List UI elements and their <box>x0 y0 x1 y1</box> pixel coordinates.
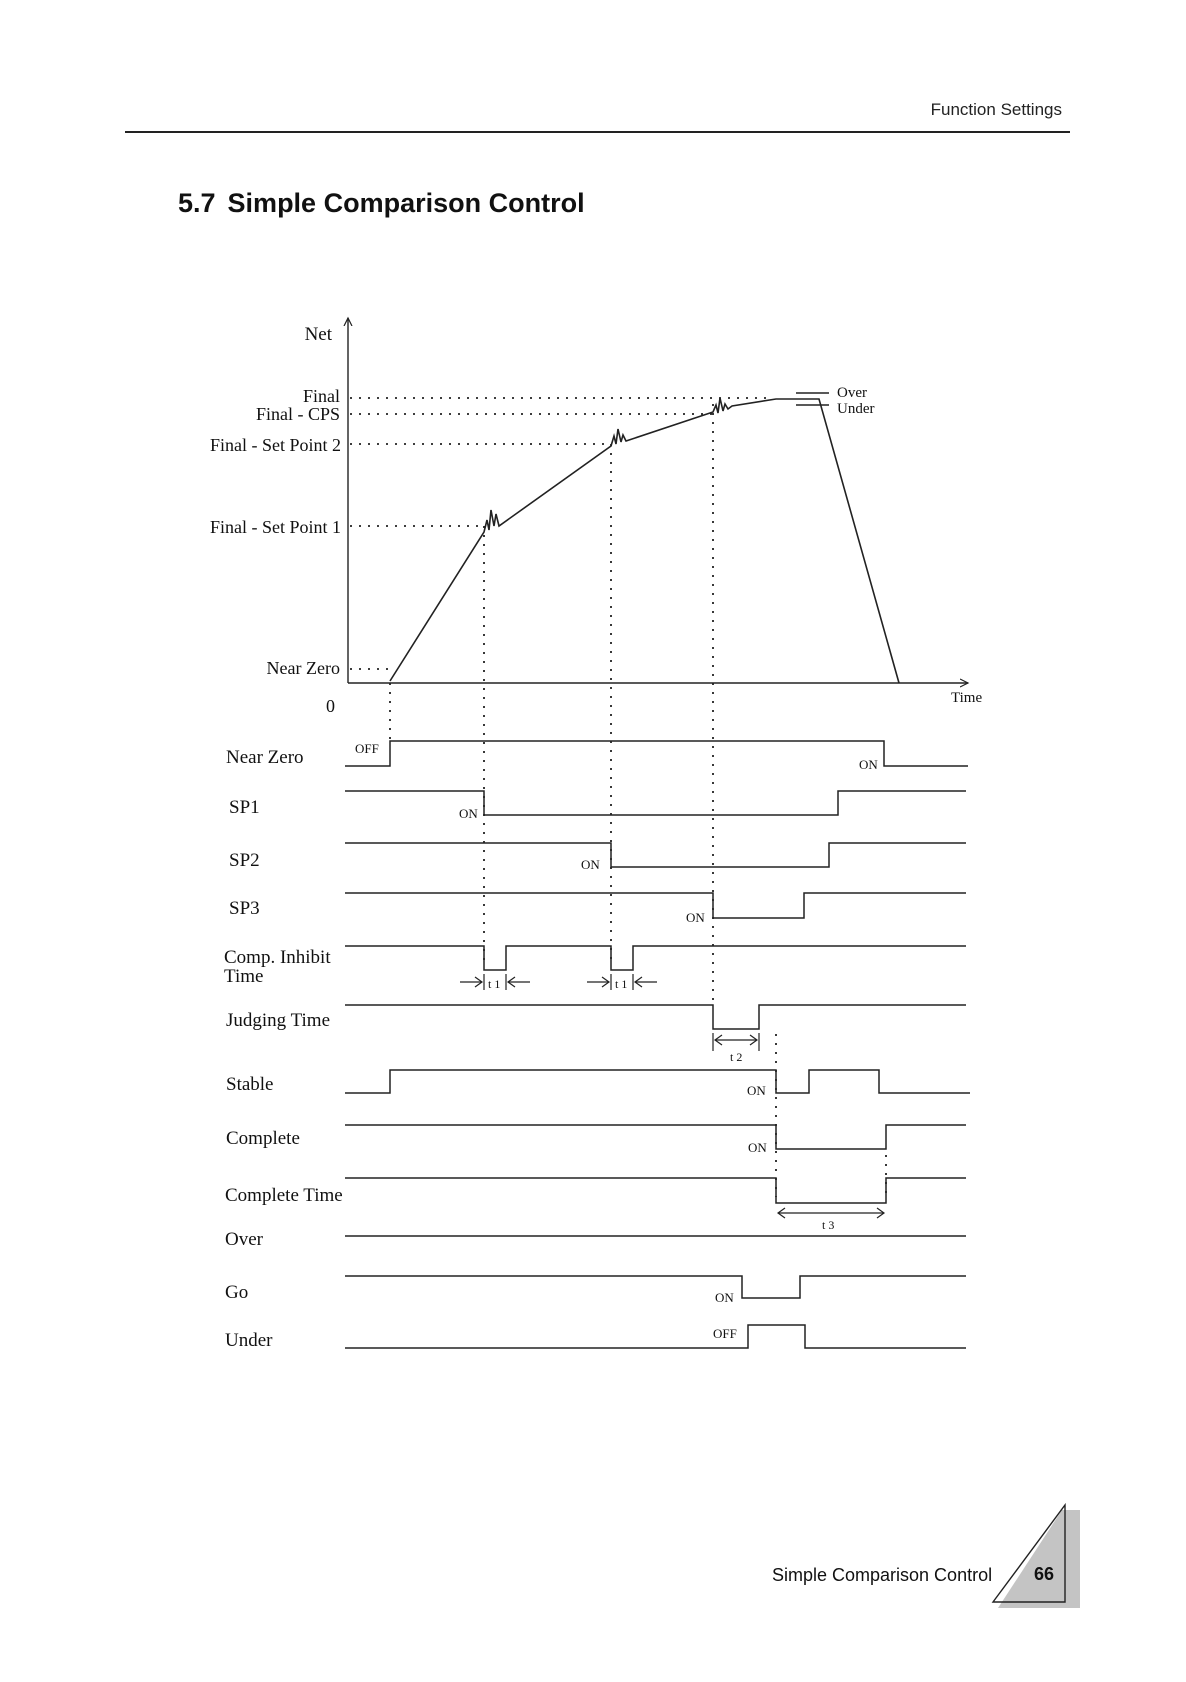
signal-under <box>345 1324 966 1349</box>
section-title-text: Simple Comparison Control <box>227 188 585 218</box>
near-zero-off-label: OFF <box>355 741 379 756</box>
signal-label-over: Over <box>225 1229 264 1250</box>
timing-signals: Near Zero OFF ON SP1 ON SP2 ON SP3 ON Co… <box>224 740 970 1351</box>
net-weight-curve <box>389 397 900 684</box>
sp3-on-label: ON <box>686 910 705 925</box>
under-off-label: OFF <box>713 1326 737 1341</box>
signal-complete <box>345 1124 966 1150</box>
net-graph: Net Time 0 Final Final - CPS Final - Set… <box>210 318 982 1197</box>
footer-triangle-shade <box>998 1510 1080 1608</box>
signal-stable <box>345 1069 970 1094</box>
signal-label-complete-time: Complete Time <box>225 1185 343 1206</box>
section-title: 5.7 Simple Comparison Control <box>178 188 585 219</box>
footer-triangle <box>991 1502 1066 1603</box>
go-on-label: ON <box>715 1290 734 1305</box>
signal-sp3 <box>345 892 966 919</box>
signal-sp1 <box>345 790 966 816</box>
signal-label-comp-inhibit-1: Comp. Inhibit <box>224 947 331 968</box>
t1-label-1: t 1 <box>488 977 500 991</box>
sp2-on-label: ON <box>581 857 600 872</box>
signal-label-sp3: SP3 <box>229 898 260 919</box>
signal-judging-time <box>345 1004 966 1030</box>
section-number: 5.7 <box>178 188 216 218</box>
level-final-label: Final <box>303 386 340 406</box>
signal-label-go: Go <box>225 1282 248 1303</box>
origin-label: 0 <box>326 696 335 716</box>
signal-go <box>345 1275 966 1299</box>
footer-corner-graphic <box>991 1502 1080 1608</box>
level-guide-lines <box>350 397 772 670</box>
t2-label: t 2 <box>730 1050 742 1064</box>
over-label: Over <box>837 385 867 401</box>
running-header: Function Settings <box>930 100 1062 119</box>
signal-sp2 <box>345 842 966 868</box>
signal-label-near-zero: Near Zero <box>226 747 304 768</box>
t2-marker <box>712 1033 760 1051</box>
t1-marker-1 <box>460 974 530 990</box>
header-rule <box>125 131 1070 133</box>
y-axis-label: Net <box>305 324 333 345</box>
signal-label-under: Under <box>225 1330 273 1351</box>
near-zero-on-label: ON <box>859 757 878 772</box>
x-axis-label: Time <box>951 690 982 706</box>
level-final-cps-label: Final - CPS <box>256 404 340 424</box>
under-label: Under <box>837 401 875 417</box>
level-set-point-1-label: Final - Set Point 1 <box>210 517 341 537</box>
t1-marker-2 <box>587 974 657 990</box>
complete-on-label: ON <box>748 1140 767 1155</box>
page-number: 66 <box>1034 1564 1055 1584</box>
stable-on-label: ON <box>747 1083 766 1098</box>
level-set-point-2-label: Final - Set Point 2 <box>210 435 341 455</box>
sp1-on-label: ON <box>459 806 478 821</box>
t3-marker <box>776 1207 886 1219</box>
signal-near-zero <box>345 740 968 767</box>
signal-label-comp-inhibit-2: Time <box>224 966 263 987</box>
signal-label-stable: Stable <box>226 1074 274 1095</box>
signal-label-judging-time: Judging Time <box>226 1010 330 1031</box>
signal-comp-inhibit <box>345 945 966 971</box>
t3-label: t 3 <box>822 1218 834 1232</box>
signal-label-complete: Complete <box>226 1128 300 1149</box>
level-near-zero-label: Near Zero <box>267 658 340 678</box>
t1-label-2: t 1 <box>615 977 627 991</box>
signal-label-sp2: SP2 <box>229 850 260 871</box>
footer-section-label: Simple Comparison Control <box>772 1565 993 1585</box>
event-guide-lines <box>389 404 887 1197</box>
signal-complete-time <box>345 1177 966 1204</box>
signal-label-sp1: SP1 <box>229 797 260 818</box>
